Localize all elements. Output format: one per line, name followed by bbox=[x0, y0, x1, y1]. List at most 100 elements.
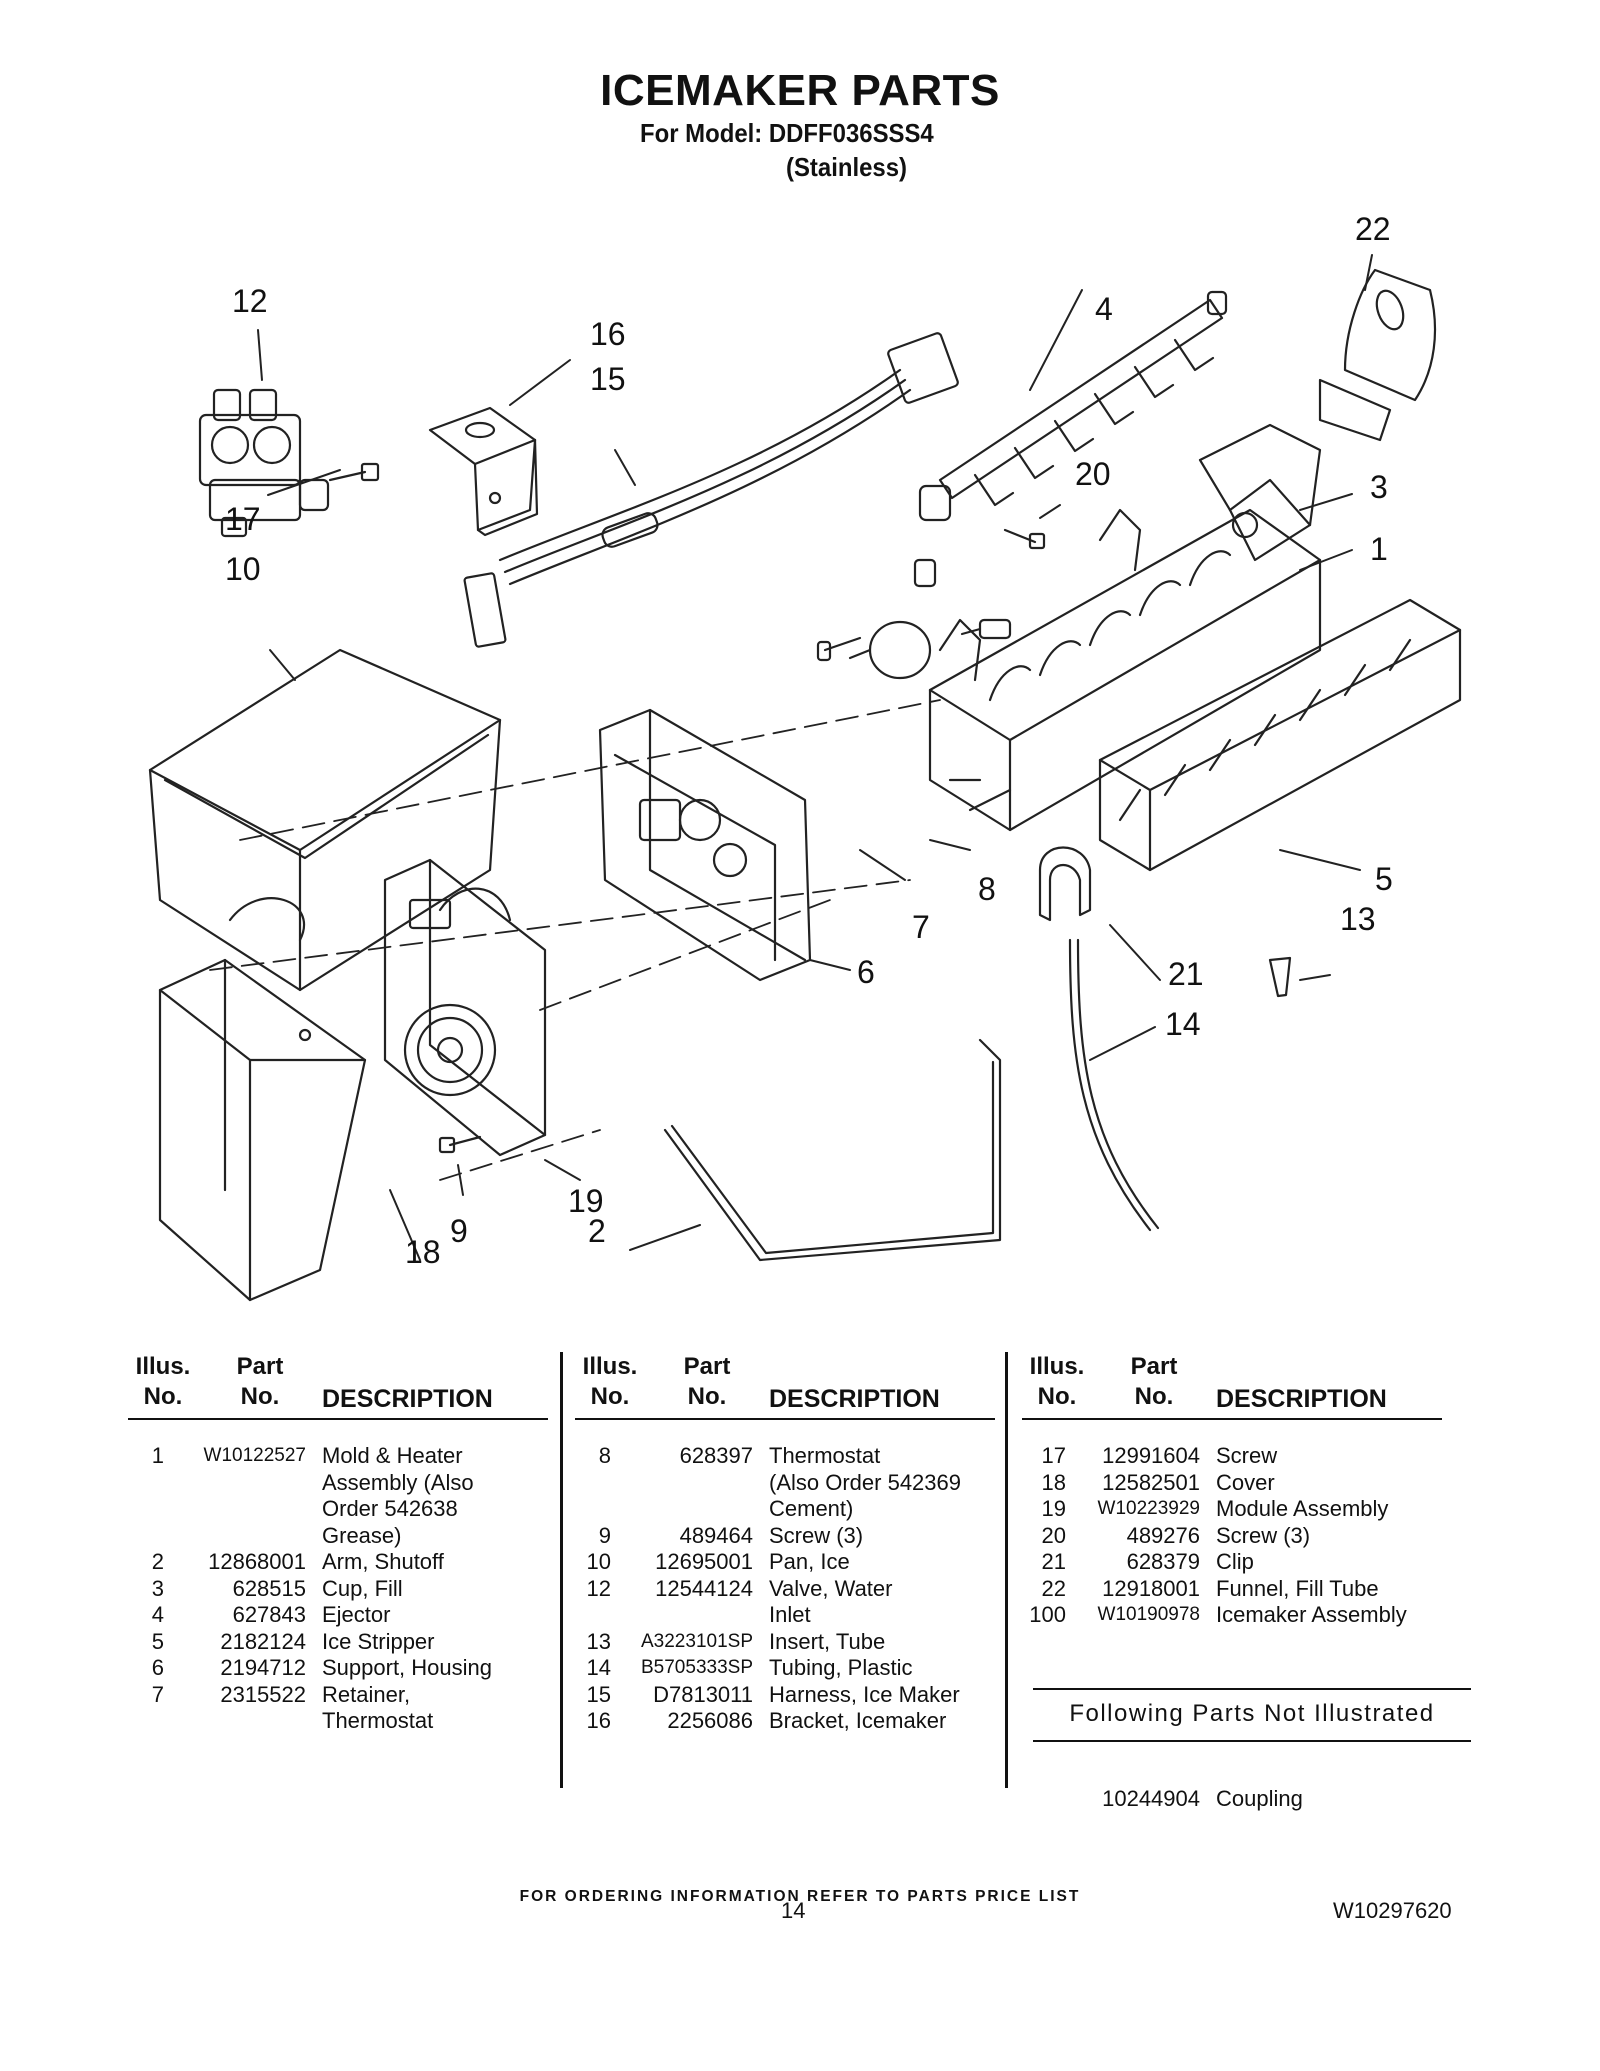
part-number: 12991604 bbox=[1102, 1443, 1200, 1468]
table-row: 3 628515 Cup, Fill bbox=[128, 1576, 548, 1603]
table-row: 10 12695001 Pan, Ice bbox=[575, 1549, 995, 1576]
table-row: 5 2182124 Ice Stripper bbox=[128, 1629, 548, 1656]
page-title: ICEMAKER PARTS bbox=[600, 66, 1000, 115]
part-description: Pan, Ice bbox=[769, 1549, 850, 1574]
callout-18: 18 bbox=[405, 1234, 441, 1270]
table-row: 18 12582501 Cover bbox=[1022, 1470, 1442, 1497]
table-row: 9 489464 Screw (3) bbox=[575, 1523, 995, 1550]
column-divider bbox=[1005, 1352, 1008, 1788]
header-description: DESCRIPTION bbox=[322, 1385, 493, 1413]
illus-number: 1 bbox=[151, 1443, 164, 1468]
part-description: Tubing, Plastic bbox=[769, 1655, 913, 1680]
table-header-col-1: Illus. No. Part No. DESCRIPTION bbox=[128, 1352, 548, 1416]
callout-3: 3 bbox=[1370, 469, 1388, 505]
document-number: W10297620 bbox=[1333, 1898, 1452, 1923]
callout-9: 9 bbox=[450, 1213, 468, 1249]
page-number: 14 bbox=[781, 1898, 806, 1923]
table-row: 4 627843 Ejector bbox=[128, 1602, 548, 1629]
callout-13: 13 bbox=[1340, 901, 1376, 937]
part-number: 12695001 bbox=[655, 1549, 753, 1574]
table-row: 20 489276 Screw (3) bbox=[1022, 1523, 1442, 1550]
parts-list-col-2: 8 628397 Thermostat (Also Order 542369 C… bbox=[575, 1443, 995, 1735]
header-illus-no: Illus. No. bbox=[1029, 1353, 1085, 1410]
table-row: 7 2315522 Retainer, Thermostat bbox=[128, 1682, 548, 1735]
callout-4: 4 bbox=[1095, 291, 1113, 327]
assembly-axis-lines bbox=[209, 699, 941, 1181]
table-row: 14 B5705333SP Tubing, Plastic bbox=[575, 1655, 995, 1682]
part-number: W10190978 bbox=[1097, 1604, 1200, 1625]
callout-15: 15 bbox=[590, 361, 626, 397]
table-row: 17 12991604 Screw bbox=[1022, 1443, 1442, 1470]
part-9-screw bbox=[438, 1135, 482, 1154]
part-description: Arm, Shutoff bbox=[322, 1549, 444, 1574]
part-number: B5705333SP bbox=[641, 1657, 753, 1678]
part-description: Harness, Ice Maker bbox=[769, 1681, 960, 1707]
part-number: 628379 bbox=[1126, 1549, 1200, 1574]
part-number: 12918001 bbox=[1102, 1575, 1200, 1601]
part-14-plastic-tubing bbox=[1068, 938, 1160, 1232]
callout-7: 7 bbox=[912, 909, 930, 945]
illus-number: 21 bbox=[1041, 1549, 1066, 1574]
not-illustrated-rule-top bbox=[1033, 1688, 1471, 1690]
table-row: 8 628397 Thermostat (Also Order 542369 C… bbox=[575, 1443, 995, 1523]
table-row: 6 2194712 Support, Housing bbox=[128, 1655, 548, 1682]
illus-number: 4 bbox=[151, 1602, 164, 1627]
callout-5: 5 bbox=[1375, 861, 1393, 897]
part-12-water-valve bbox=[198, 388, 380, 538]
header-rule-col-1 bbox=[128, 1418, 548, 1420]
part-description: Ice Stripper bbox=[322, 1628, 435, 1654]
table-row: 16 2256086 Bracket, Icemaker bbox=[575, 1708, 995, 1735]
parts-list-col-1: 1 W10122527 Mold & Heater Assembly (Also… bbox=[128, 1443, 548, 1735]
illus-number: 14 bbox=[586, 1655, 611, 1680]
leader-arrows bbox=[257, 254, 1373, 1261]
table-row: 2 12868001 Arm, Shutoff bbox=[128, 1549, 548, 1576]
illus-number: 2 bbox=[151, 1549, 164, 1574]
illus-number: 7 bbox=[151, 1681, 164, 1707]
callout-14: 14 bbox=[1165, 1006, 1201, 1042]
part-number: 12868001 bbox=[208, 1549, 306, 1574]
part-number: W10223929 bbox=[1097, 1498, 1200, 1519]
part-number: A3223101SP bbox=[641, 1630, 753, 1652]
illus-number: 18 bbox=[1041, 1469, 1066, 1495]
header-part-no: Part No. bbox=[1130, 1353, 1178, 1410]
table-row: 12 12544124 Valve, Water Inlet bbox=[575, 1576, 995, 1629]
illus-number: 20 bbox=[1041, 1522, 1066, 1548]
finish-line: (Stainless) bbox=[786, 152, 907, 182]
part-description: Funnel, Fill Tube bbox=[1216, 1575, 1379, 1601]
part-number: 489464 bbox=[679, 1522, 753, 1548]
illus-number: 12 bbox=[586, 1575, 611, 1601]
callout-8: 8 bbox=[978, 871, 996, 907]
part-4-ejector bbox=[918, 290, 1228, 522]
table-row: 10244904 Coupling bbox=[1022, 1786, 1442, 1813]
callout-22: 22 bbox=[1355, 211, 1391, 247]
part-13-tube-insert bbox=[1268, 956, 1292, 998]
callout-1: 1 bbox=[1370, 531, 1388, 567]
part-number: D7813011 bbox=[653, 1681, 753, 1707]
header-description: DESCRIPTION bbox=[1216, 1385, 1387, 1413]
part-number: 628515 bbox=[232, 1575, 306, 1601]
part-number: 628397 bbox=[679, 1443, 753, 1468]
illus-number: 5 bbox=[151, 1628, 164, 1654]
illus-number: 13 bbox=[586, 1628, 611, 1654]
part-number: W10122527 bbox=[203, 1445, 306, 1466]
part-16-bracket bbox=[428, 406, 539, 537]
part-number: 2256086 bbox=[667, 1708, 753, 1733]
part-description: Icemaker Assembly bbox=[1216, 1602, 1407, 1627]
illus-number: 22 bbox=[1041, 1575, 1066, 1601]
column-divider bbox=[560, 1352, 563, 1788]
callout-16: 16 bbox=[590, 316, 626, 352]
part-2-shutoff-arm bbox=[663, 1038, 1002, 1262]
part-1-mold bbox=[928, 508, 1322, 832]
header-illus-no: Illus. No. bbox=[582, 1353, 638, 1410]
part-number: 12544124 bbox=[655, 1575, 753, 1601]
callout-20: 20 bbox=[1075, 456, 1111, 492]
part-number: 2182124 bbox=[220, 1628, 306, 1654]
part-description: Mold & Heater Assembly (Also Order 54263… bbox=[322, 1443, 474, 1548]
part-description: Retainer, Thermostat bbox=[322, 1681, 434, 1734]
part-description: Support, Housing bbox=[322, 1655, 492, 1680]
part-description: Coupling bbox=[1216, 1786, 1303, 1811]
parts-list-col-3: 17 12991604 Screw 18 12582501 Cover 19 W… bbox=[1022, 1443, 1442, 1629]
callout-17: 17 bbox=[225, 501, 261, 537]
callout-6: 6 bbox=[857, 954, 875, 990]
callout-10: 10 bbox=[225, 551, 261, 587]
